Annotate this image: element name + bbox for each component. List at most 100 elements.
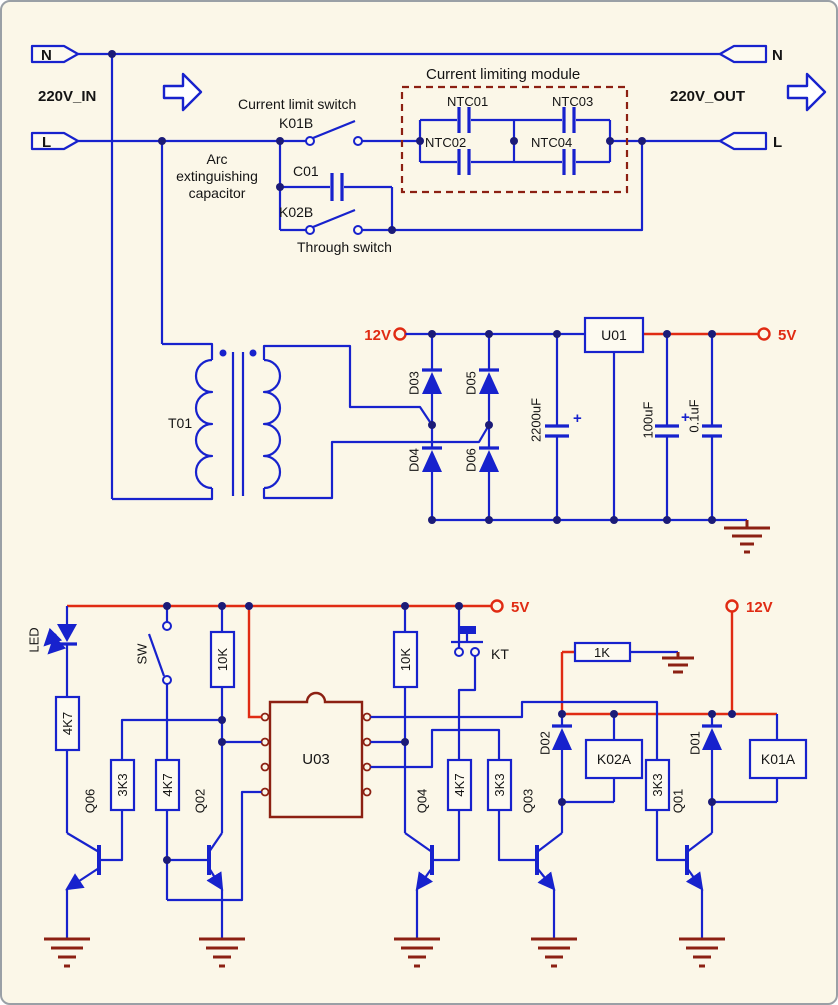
- diode-d06: [479, 425, 499, 520]
- terminal-ctrl-12v: [725, 599, 739, 613]
- u03-l4-wire: [167, 790, 262, 902]
- r1k-label: 1K: [594, 645, 610, 660]
- r10k-b-label: 10K: [398, 648, 413, 671]
- ctrl-5v-label: 5V: [511, 599, 529, 616]
- sw-label: SW: [135, 643, 150, 665]
- r4k7-b-label: 4K7: [160, 773, 175, 796]
- k01b-label: K01B: [279, 115, 313, 131]
- arc-cap-label-2: extinguishing: [176, 168, 258, 184]
- transistor-q02: [206, 832, 224, 939]
- junction-dots-psu: [428, 330, 716, 524]
- polarity-dot-primary: [219, 349, 227, 357]
- current-limiting-module-box: [400, 85, 629, 194]
- relay-k02a-box: [584, 738, 644, 780]
- led-label: LED: [27, 627, 42, 652]
- switch-k02b: [280, 208, 392, 235]
- junction-dots-ctrl: [163, 602, 736, 864]
- u03-vcc-wire: [247, 606, 262, 719]
- d03-label: D03: [407, 371, 422, 395]
- c2200-label: 2200uF: [529, 398, 544, 442]
- led-d-symbol: [43, 624, 77, 655]
- terminal-ctrl-5v: [490, 599, 504, 613]
- ntc03-label: NTC03: [552, 94, 593, 109]
- port-n-in: [30, 44, 80, 64]
- secondary-top-wire: [262, 344, 433, 426]
- u03-r1-wire: [370, 700, 659, 760]
- junction-dots-top: [108, 50, 646, 234]
- d01-label: D01: [688, 731, 703, 755]
- psu-section: T01 12V 5V D03 D05: [112, 316, 796, 554]
- current-limit-switch-label: Current limit switch: [238, 96, 356, 112]
- t01-label: T01: [168, 415, 192, 431]
- kt-bottom-wire: [457, 656, 477, 760]
- diode-d01: [702, 714, 722, 802]
- d05-label: D05: [464, 371, 479, 395]
- n-in-label: N: [41, 47, 52, 64]
- crosscouple-wire: [120, 718, 222, 760]
- transformer-t01: [112, 342, 282, 501]
- c100-plus: +: [681, 409, 690, 426]
- ntc04-label: NTC04: [531, 135, 572, 150]
- terminal-12v: [393, 327, 407, 341]
- d06-label: D06: [464, 448, 479, 472]
- diode-d02: [552, 714, 572, 802]
- module-title: Current limiting module: [426, 66, 580, 83]
- c01-label: C01: [293, 163, 319, 179]
- arc-cap-label-1: Arc: [207, 151, 228, 167]
- terminal-5v: [757, 327, 771, 341]
- psu-5v-label: 5V: [778, 327, 796, 344]
- r3k3-b-label: 3K3: [492, 773, 507, 796]
- ntc-network: [418, 107, 612, 175]
- capacitor-2200uf: [545, 334, 569, 520]
- ground-symbol-psu: [724, 520, 770, 554]
- switch-sw: [147, 621, 172, 685]
- arc-cap-label-3: capacitor: [189, 185, 246, 201]
- switch-k01b: [305, 119, 363, 146]
- ntc01-label: NTC01: [447, 94, 488, 109]
- r3k3-c-label: 3K3: [650, 773, 665, 796]
- flow-arrow-out-icon: [786, 72, 827, 112]
- r1k-feed-wire: [560, 650, 575, 714]
- u01-label: U01: [601, 327, 627, 343]
- transistor-q03: [535, 832, 563, 939]
- u03-label: U03: [302, 751, 330, 768]
- kt-label: KT: [491, 646, 509, 662]
- q06-base-wire: [101, 810, 124, 862]
- transistor-q06: [65, 832, 101, 939]
- flow-arrow-in-icon: [162, 72, 203, 112]
- port-l-out: [718, 131, 768, 151]
- diode-d05: [479, 334, 499, 425]
- q01-label: Q01: [671, 789, 686, 814]
- relay-k01a-box: [748, 738, 808, 780]
- ctrl-12v-label: 12V: [746, 599, 773, 616]
- r3k3-a-label: 3K3: [115, 773, 130, 796]
- l-out-label: L: [773, 134, 782, 151]
- q04-label: Q04: [415, 789, 430, 814]
- transistor-q04: [404, 832, 434, 939]
- ground-symbols-ctrl: [44, 937, 725, 968]
- q03-base-wire: [497, 810, 535, 862]
- port-l-in: [30, 131, 80, 151]
- q04-base-wire: [434, 810, 461, 862]
- u03-r3-wire: [370, 728, 501, 769]
- n-out-label: N: [772, 47, 783, 64]
- through-switch-label: Through switch: [297, 239, 392, 255]
- transistor-q01: [685, 832, 713, 939]
- k02b-label: K02B: [279, 204, 313, 220]
- capacitor-100uf: [655, 334, 679, 520]
- ground-symbol-1k: [662, 652, 694, 674]
- button-kt: [451, 626, 483, 657]
- polarity-dot-secondary: [249, 349, 257, 357]
- port-n-out: [718, 44, 768, 64]
- ic-u03-box: [268, 691, 364, 819]
- capacitor-0_1uf: [702, 334, 722, 520]
- r4k7-c-label: 4K7: [452, 773, 467, 796]
- v-in-label: 220V_IN: [38, 88, 96, 105]
- k02a-label: K02A: [597, 751, 632, 767]
- control-section: 5V 12V LED 4K7 SW 4K7: [27, 599, 808, 968]
- k01a-label: K01A: [761, 751, 796, 767]
- bypass-return-wire: [392, 141, 644, 232]
- l-in-label: L: [42, 134, 51, 151]
